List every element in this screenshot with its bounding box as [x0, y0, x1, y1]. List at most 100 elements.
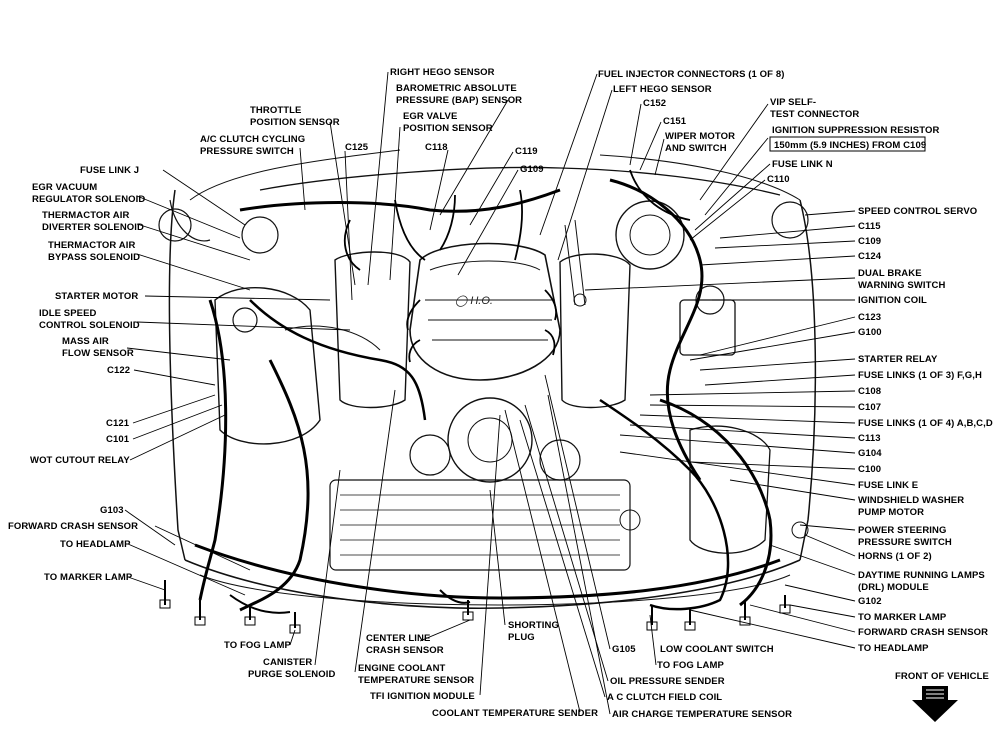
label-wiper-line2: AND SWITCH	[665, 143, 727, 154]
label-headlamp-right: TO HEADLAMP	[858, 643, 929, 654]
label-c110: C110	[767, 174, 790, 185]
label-marker-lamp-left: TO MARKER LAMP	[44, 572, 133, 583]
label-thermactor-diverter-line2: DIVERTER SOLENOID	[42, 222, 144, 233]
label-c125: C125	[345, 142, 369, 153]
label-g109: G109	[520, 164, 544, 175]
label-c113: C113	[858, 433, 881, 444]
label-speed-control-servo: SPEED CONTROL SERVO	[858, 206, 977, 217]
label-thermactor-bypass-line1: THERMACTOR AIR	[48, 240, 135, 251]
label-crash-sensor-right: FORWARD CRASH SENSOR	[858, 627, 988, 638]
label-maf-line1: MASS AIR	[62, 336, 109, 347]
label-canister-line1: CANISTER	[263, 657, 312, 668]
label-wiper-line1: WIPER MOTOR	[665, 131, 735, 142]
label-headlamp-left: TO HEADLAMP	[60, 539, 131, 550]
label-vip-line1: VIP SELF-	[770, 97, 816, 108]
label-c118: C118	[425, 142, 448, 153]
label-c122: C122	[107, 365, 130, 376]
label-c101: C101	[106, 434, 130, 445]
label-centerline-crash-line2: CRASH SENSOR	[366, 645, 444, 656]
label-dual-brake-line2: WARNING SWITCH	[858, 280, 945, 291]
label-starter-relay: STARTER RELAY	[858, 354, 938, 365]
label-c124: C124	[858, 251, 882, 262]
label-g103: G103	[100, 505, 124, 516]
label-drl-line2: (DRL) MODULE	[858, 582, 929, 593]
label-ac-cycling-line1: A/C CLUTCH CYCLING	[200, 134, 305, 145]
label-maf-line2: FLOW SENSOR	[62, 348, 134, 359]
label-drl-line1: DAYTIME RUNNING LAMPS	[858, 570, 985, 581]
label-air-charge-temp-sensor: AIR CHARGE TEMPERATURE SENSOR	[612, 709, 792, 720]
label-throttle-sensor-line2: POSITION SENSOR	[250, 117, 340, 128]
label-ps-line2: PRESSURE SWITCH	[858, 537, 952, 548]
label-vip-line2: TEST CONNECTOR	[770, 109, 859, 120]
label-shorting-line1: SHORTING	[508, 620, 559, 631]
label-c107: C107	[858, 402, 881, 413]
label-horns: HORNS (1 OF 2)	[858, 551, 932, 562]
label-ect-line1: ENGINE COOLANT	[358, 663, 446, 674]
wiring-harness	[159, 169, 791, 634]
leader-lines	[124, 71, 856, 715]
label-c152: C152	[643, 98, 666, 109]
label-centerline-crash-line1: CENTER LINE	[366, 633, 430, 644]
label-ignition-suppression-resistor: IGNITION SUPPRESSION RESISTOR	[772, 125, 939, 136]
label-ac-cycling-line2: PRESSURE SWITCH	[200, 146, 294, 157]
label-fuse-link-e: FUSE LINK E	[858, 480, 918, 491]
label-fuse-link-j: FUSE LINK J	[80, 165, 139, 176]
label-bap-sensor-line2: PRESSURE (BAP) SENSOR	[396, 95, 522, 106]
label-shorting-line2: PLUG	[508, 632, 535, 643]
front-arrow-icon	[912, 686, 958, 722]
label-canister-line2: PURGE SOLENOID	[248, 669, 335, 680]
label-c100: C100	[858, 464, 881, 475]
label-g102: G102	[858, 596, 882, 607]
label-front-of-vehicle: FRONT OF VEHICLE	[895, 671, 989, 682]
label-egr-vacuum-line1: EGR VACUUM	[32, 182, 97, 193]
label-washer-line1: WINDSHIELD WASHER	[858, 495, 964, 506]
label-oil-pressure-sender: OIL PRESSURE SENDER	[610, 676, 725, 687]
label-g100: G100	[858, 327, 882, 338]
label-crash-sensor-left: FORWARD CRASH SENSOR	[8, 521, 138, 532]
label-fuse-links-fgh: FUSE LINKS (1 OF 3) F,G,H	[858, 370, 982, 381]
label-right-hego-sensor: RIGHT HEGO SENSOR	[390, 67, 495, 78]
label-starter-motor: STARTER MOTOR	[55, 291, 138, 302]
label-thermactor-diverter-line1: THERMACTOR AIR	[42, 210, 129, 221]
label-c108: C108	[858, 386, 881, 397]
label-c123: C123	[858, 312, 881, 323]
label-g105: G105	[612, 644, 636, 655]
label-g104: G104	[858, 448, 882, 459]
label-idle-speed-line1: IDLE SPEED	[39, 308, 97, 319]
label-fog-lamp-right: TO FOG LAMP	[657, 660, 724, 671]
label-egr-vacuum-line2: REGULATOR SOLENOID	[32, 194, 145, 205]
label-bap-sensor-line1: BAROMETRIC ABSOLUTE	[396, 83, 517, 94]
label-idle-speed-line2: CONTROL SOLENOID	[39, 320, 140, 331]
label-egr-valve-line1: EGR VALVE	[403, 111, 457, 122]
label-egr-valve-line2: POSITION SENSOR	[403, 123, 493, 134]
label-c121: C121	[106, 418, 130, 429]
label-washer-line2: PUMP MOTOR	[858, 507, 924, 518]
label-throttle-sensor-line1: THROTTLE	[250, 105, 301, 116]
label-wot-cutout-relay: WOT CUTOUT RELAY	[30, 455, 130, 466]
label-fuse-link-n: FUSE LINK N	[772, 159, 833, 170]
engine-compartment-drawing: ◯ H.O.	[158, 149, 817, 610]
label-coolant-temp-sender: COOLANT TEMPERATURE SENDER	[432, 708, 598, 719]
label-c151: C151	[663, 116, 687, 127]
label-fuel-injector-connectors: FUEL INJECTOR CONNECTORS (1 OF 8)	[598, 69, 784, 80]
label-fuse-links-abcd: FUSE LINKS (1 OF 4) A,B,C,D	[858, 418, 993, 429]
label-fog-lamp-left: TO FOG LAMP	[224, 640, 291, 651]
label-ps-line1: POWER STEERING	[858, 525, 947, 536]
label-thermactor-bypass-line2: BYPASS SOLENOID	[48, 252, 140, 263]
label-c109: C109	[858, 236, 881, 247]
label-tfi-module: TFI IGNITION MODULE	[370, 691, 475, 702]
label-ect-line2: TEMPERATURE SENSOR	[358, 675, 474, 686]
label-c119: C119	[515, 146, 538, 157]
label-low-coolant-switch: LOW COOLANT SWITCH	[660, 644, 774, 655]
label-c115: C115	[858, 221, 881, 232]
label-marker-lamp-right: TO MARKER LAMP	[858, 612, 947, 623]
label-left-hego-sensor: LEFT HEGO SENSOR	[613, 84, 712, 95]
label-ignition-suppression-distance: 150mm (5.9 INCHES) FROM C109	[774, 140, 926, 151]
svg-text:◯ H.O.: ◯ H.O.	[455, 295, 493, 307]
label-dual-brake-line1: DUAL BRAKE	[858, 268, 922, 279]
label-ac-clutch-field-coil: A C CLUTCH FIELD COIL	[607, 692, 722, 703]
label-ignition-coil: IGNITION COIL	[858, 295, 927, 306]
callout-labels: RIGHT HEGO SENSOR BAROMETRIC ABSOLUTE PR…	[8, 67, 993, 722]
ignition-suppression-box	[769, 136, 926, 152]
